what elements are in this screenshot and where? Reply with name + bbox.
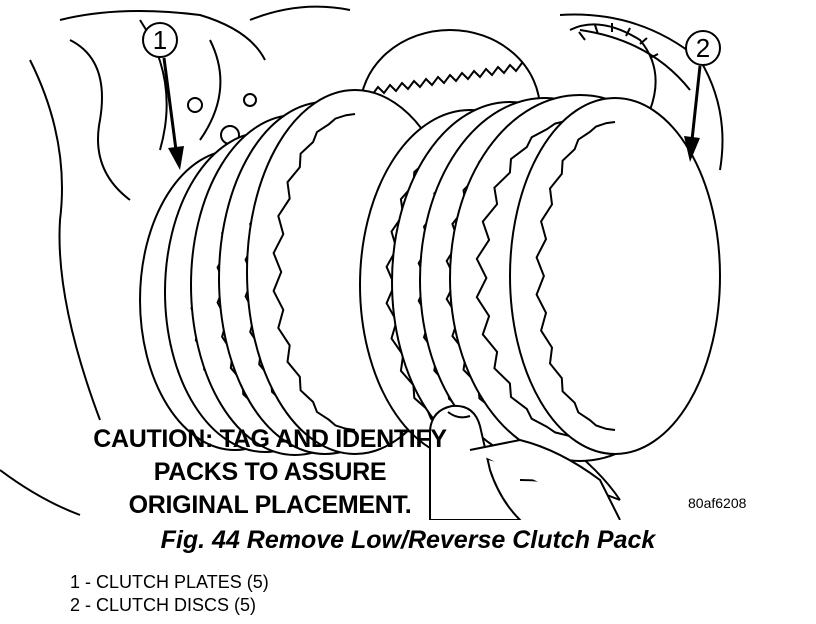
figure-caption: Fig. 44 Remove Low/Reverse Clutch Pack (160, 526, 656, 554)
clutch-disc (509, 97, 721, 455)
callout-2: 2 (684, 30, 721, 162)
callout-1: 1 (142, 22, 184, 170)
clutch-plate-teeth (272, 113, 356, 431)
caution-line-3: ORIGINAL PLACEMENT. (128, 491, 412, 519)
legend-item-discs: 2 - CLUTCH DISCS (5) (70, 595, 257, 615)
svg-text:2: 2 (696, 33, 710, 63)
legend: 1 - CLUTCH PLATES (5) 2 - CLUTCH DISCS (… (70, 571, 269, 617)
svg-text:1: 1 (153, 25, 167, 55)
caution-line-2: PACKS TO ASSURE (153, 458, 387, 486)
clutch-discs (359, 94, 721, 463)
clutch-disc-teeth (475, 118, 581, 438)
legend-item-plates: 1 - CLUTCH PLATES (5) (70, 572, 269, 592)
hand-illustration (429, 404, 621, 520)
figure-id: 80af6208 (688, 495, 747, 511)
input-hub (359, 23, 659, 111)
caution-line-1: CAUTION: TAG AND IDENTIFY (93, 425, 447, 453)
caution-note: CAUTION: TAG AND IDENTIFY PACKS TO ASSUR… (60, 423, 480, 522)
clutch-disc-teeth (535, 121, 616, 431)
